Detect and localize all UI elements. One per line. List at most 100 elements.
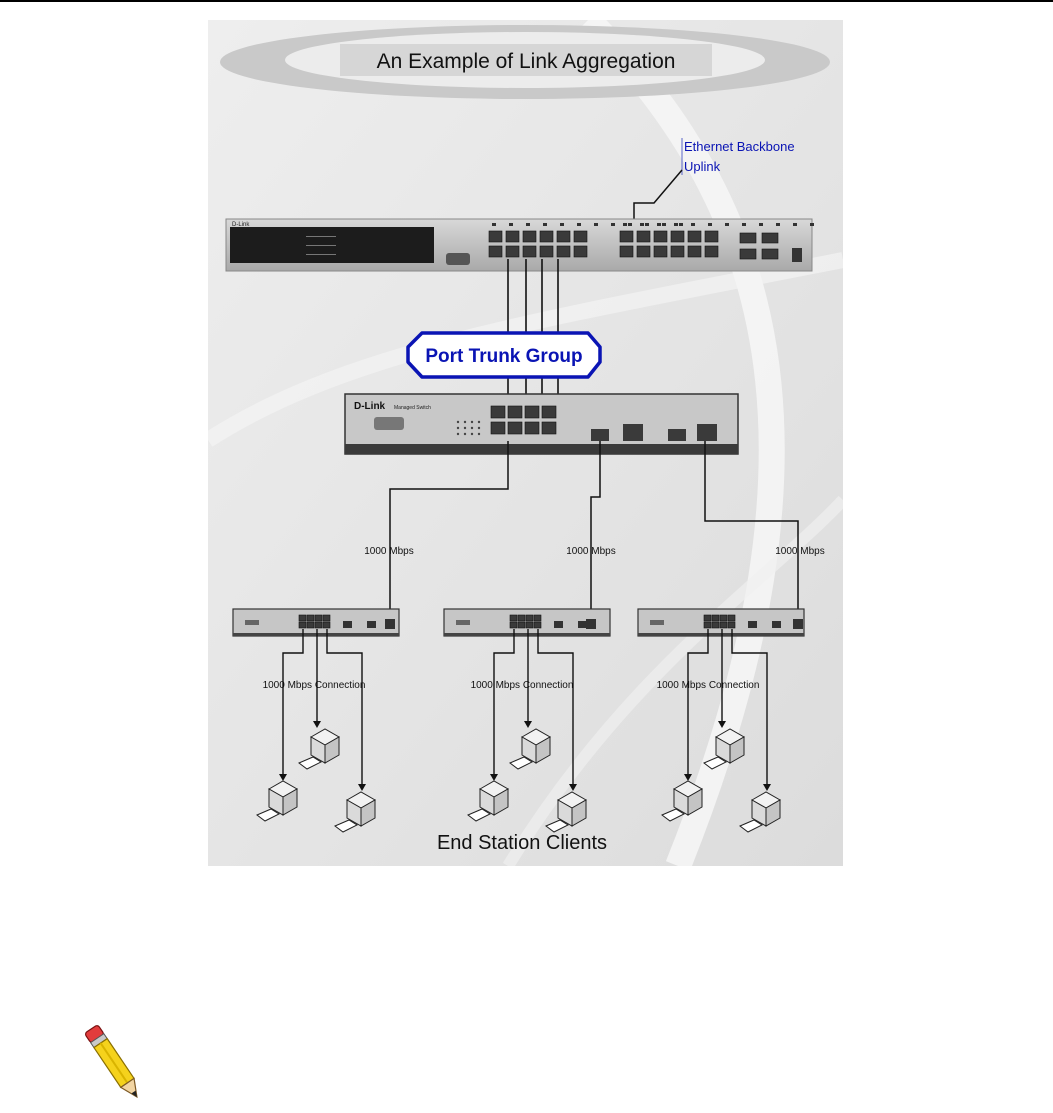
rj45-port [298, 621, 307, 629]
client-cables [279, 629, 366, 791]
rj45-port [539, 245, 554, 258]
rj45-port [711, 614, 720, 622]
edge-uplink-cables [389, 441, 799, 616]
managed-switch-leds [456, 420, 481, 436]
rj45-port [711, 621, 720, 629]
edge-connection-label-3: 1000 Mbps Connection [657, 680, 760, 691]
diagram-canvas: An Example of Link Aggregation Ethernet … [208, 20, 843, 866]
status-led [463, 426, 467, 430]
status-led [725, 223, 729, 226]
managed-switch: D-Link Managed Switch [344, 393, 739, 455]
managed-switch-sfp-2 [668, 429, 686, 441]
rj45-port [653, 245, 668, 258]
status-led [477, 432, 481, 436]
rj45-port [533, 621, 542, 629]
status-led [594, 223, 598, 226]
page-top-rule [0, 0, 1053, 2]
rj45-port [704, 245, 719, 258]
status-led [640, 223, 644, 226]
rj45-port [522, 245, 537, 258]
managed-switch-console-port [374, 417, 404, 430]
status-led [679, 223, 683, 226]
status-led [657, 223, 661, 226]
status-led [526, 223, 530, 226]
status-led [742, 223, 746, 226]
status-led [793, 223, 797, 226]
status-led [810, 223, 814, 226]
status-led [759, 223, 763, 226]
rj45-port [306, 621, 315, 629]
sfp-slot [761, 248, 779, 260]
rj45-port [505, 245, 520, 258]
rj45-port [636, 245, 651, 258]
edge-switch-base-strip [638, 633, 804, 636]
rj45-port [539, 230, 554, 243]
rj45-port [556, 230, 571, 243]
core-switch: D-Link [225, 218, 814, 272]
edge-switch-base-strip [233, 633, 399, 636]
title-box [340, 44, 712, 76]
core-switch-brand: D-Link [232, 222, 250, 228]
uplink-speed-label-2: 1000 Mbps [566, 546, 615, 557]
status-led [470, 420, 474, 424]
rj45-port [727, 614, 736, 622]
rj45-port [687, 245, 702, 258]
rj45-port [687, 230, 702, 243]
rj45-port [524, 421, 540, 435]
status-led [708, 223, 712, 226]
panel-line [306, 236, 336, 237]
rj45-port [322, 621, 331, 629]
decorative-swoosh [578, 20, 785, 866]
edge-switch-console-port [245, 620, 259, 625]
sfp-slot [739, 232, 757, 244]
status-led [577, 223, 581, 226]
rj45-port [517, 621, 526, 629]
rj45-port [727, 621, 736, 629]
diagram-title: An Example of Link Aggregation [377, 50, 676, 73]
workstation-icon [467, 780, 510, 822]
rj45-port [670, 245, 685, 258]
edge-switch-console-port [456, 620, 470, 625]
rj45-port [573, 245, 588, 258]
workstation-icon [334, 791, 377, 833]
workstation-icon [703, 728, 746, 770]
status-led [470, 426, 474, 430]
status-led [662, 223, 666, 226]
rj45-port [524, 405, 540, 419]
rj45-port [517, 614, 526, 622]
edge-switch-group-2 [443, 608, 611, 833]
panel-line [306, 245, 336, 246]
sfp-slot [739, 248, 757, 260]
rj45-port [636, 230, 651, 243]
status-led [456, 432, 460, 436]
console-port [446, 253, 470, 265]
status-led [611, 223, 615, 226]
diagram-caption: End Station Clients [437, 832, 607, 854]
rj45-port [509, 621, 518, 629]
rj45-port [314, 621, 323, 629]
status-led [776, 223, 780, 226]
edge-switch-group-1 [232, 608, 400, 833]
managed-switch-subtitle: Managed Switch [394, 405, 431, 411]
workstation-icon [256, 780, 299, 822]
managed-switch-port-block [490, 405, 557, 435]
status-led [456, 420, 460, 424]
core-switch-port-block-left [488, 230, 588, 258]
status-led [628, 223, 632, 226]
workstation-icon [545, 791, 588, 833]
sfp-slot [367, 621, 376, 628]
rj45-port [490, 421, 506, 435]
backbone-label-line1: Ethernet Backbone [684, 139, 795, 154]
rj45-port [488, 230, 503, 243]
rj45-port [653, 230, 668, 243]
rj45-port [314, 614, 323, 622]
rj45-port [488, 245, 503, 258]
status-led [470, 432, 474, 436]
rj45-port [505, 230, 520, 243]
edge-switch-base-strip [444, 633, 610, 636]
managed-switch-combo-port-1 [623, 424, 643, 441]
status-led [674, 223, 678, 226]
status-led [645, 223, 649, 226]
status-led [623, 223, 627, 226]
decorative-swoosh [502, 495, 843, 866]
